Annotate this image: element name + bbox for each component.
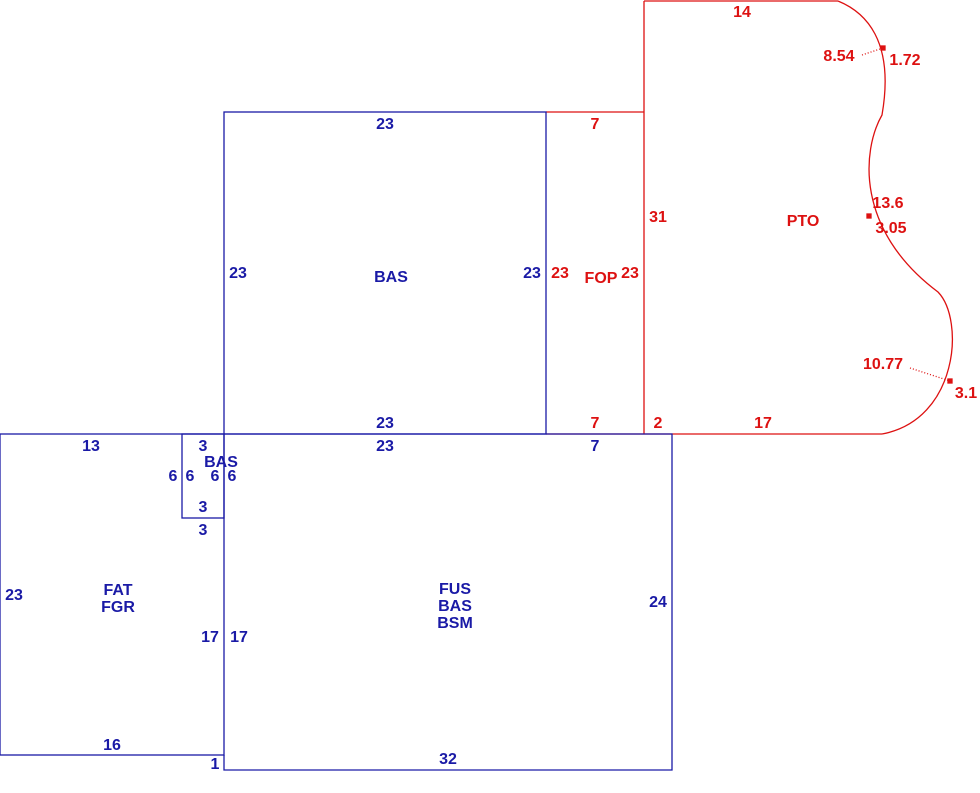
bas-small-outline (181, 433, 225, 519)
dim-pto-arc2-b: 3.05 (875, 220, 906, 237)
dim-fop-top: 7 (591, 116, 600, 133)
fat-label: FAT (103, 582, 132, 599)
dim-bas-small-right-outer: 6 (228, 468, 237, 485)
fgr-label: FGR (101, 599, 135, 616)
pto-arc3-chord (909, 367, 951, 382)
pto-arc2-marker (866, 213, 872, 219)
dim-fus-top: 23 (376, 438, 394, 455)
pto-arc1-marker (880, 45, 886, 51)
dim-fus-right: 24 (649, 594, 667, 611)
pto-arc1-chord (861, 47, 884, 56)
dim-fat-right: 17 (201, 629, 219, 646)
dim-pto-arc3-b: 3.1 (955, 385, 977, 402)
dim-pto-top: 14 (733, 4, 751, 21)
dim-pto-left: 31 (649, 209, 667, 226)
dim-bas-upper-bottom: 23 (376, 415, 394, 432)
dim-fat-bottom: 16 (103, 737, 121, 754)
bsm-label: BSM (437, 615, 473, 632)
fus-label: FUS (439, 581, 471, 598)
pto-curved-edge (837, 0, 954, 435)
dim-bas-small-right-inner: 6 (211, 468, 220, 485)
dim-bas-small-below: 3 (199, 522, 208, 539)
dim-bas-small-bottom: 3 (199, 499, 208, 516)
dim-bas-upper-left: 23 (229, 265, 247, 282)
fat-fgr-outline (0, 433, 225, 756)
dim-pto-arc2-a: 13.6 (872, 195, 903, 212)
dim-bas-upper-right: 23 (523, 265, 541, 282)
fus-bas-bsm-outline (223, 433, 673, 771)
dim-pto-bottom: 17 (754, 415, 772, 432)
dim-bas-small-top: 3 (199, 438, 208, 455)
dim-fat-top: 13 (82, 438, 100, 455)
bas-upper-label: BAS (374, 269, 408, 286)
fop-label: FOP (585, 270, 618, 287)
dim-fus-bottom: 32 (439, 751, 457, 768)
dim-fop-right: 23 (621, 265, 639, 282)
dim-fat-left: 23 (5, 587, 23, 604)
dim-fus-top-right: 7 (591, 438, 600, 455)
pto-label: PTO (787, 213, 820, 230)
dim-bas-small-left-outer: 6 (169, 468, 178, 485)
bas-label-main: BAS (438, 598, 472, 615)
dim-bas-small-left-inner: 6 (186, 468, 195, 485)
dim-pto-arc1-b: 1.72 (889, 52, 920, 69)
bas-small-label: BAS (204, 454, 238, 471)
dim-fus-left: 17 (230, 629, 248, 646)
dim-pto-arc3-a: 10.77 (863, 356, 903, 373)
dim-pto-bottom-short: 2 (654, 415, 663, 432)
dim-pto-arc1-a: 8.54 (823, 48, 854, 65)
dim-bas-upper-top: 23 (376, 116, 394, 133)
pto-arc3-marker (947, 378, 953, 384)
dim-fop-bottom: 7 (591, 415, 600, 432)
dim-fus-step: 1 (211, 756, 220, 773)
dim-fop-left: 23 (551, 265, 569, 282)
